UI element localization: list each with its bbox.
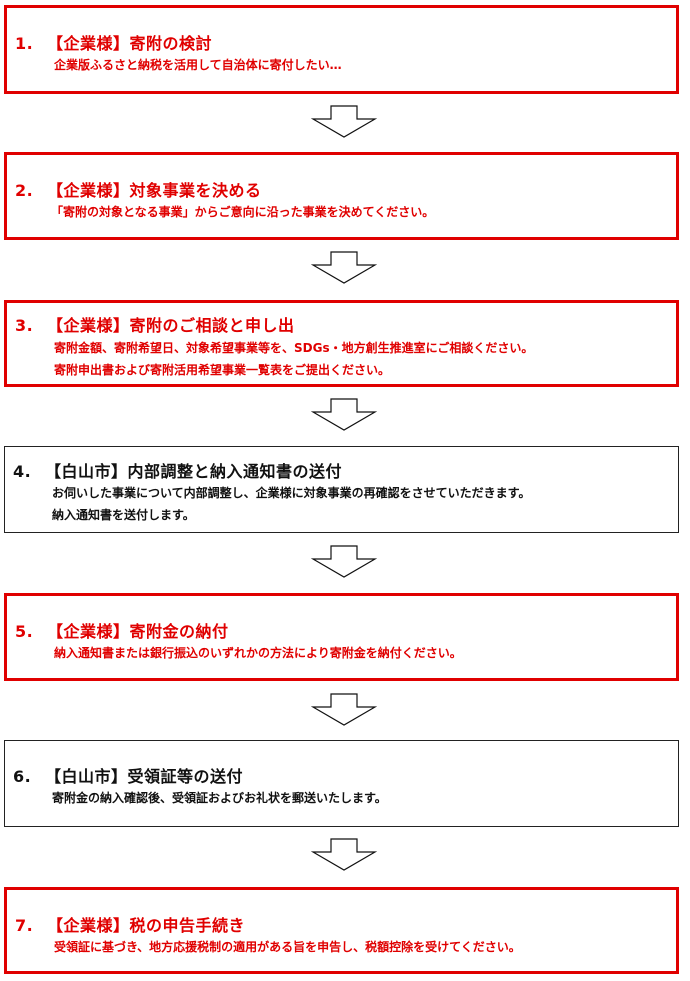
step-number: 6. <box>13 767 32 786</box>
step-actor: 【企業様】 <box>47 34 130 53</box>
step-description-line: 寄附金の納入確認後、受領証およびお礼状を郵送いたします。 <box>52 791 387 805</box>
step-title-text: 対象事業を決める <box>129 181 262 200</box>
step-actor: 【企業様】 <box>47 316 130 335</box>
step-title-text: 税の申告手続き <box>129 916 246 935</box>
step-5-title: 5. 【企業様】寄附金の納付 <box>15 618 229 642</box>
step-4-box: 4. 【白山市】内部調整と納入通知書の送付 お伺いした事業について内部調整し、企業… <box>4 446 679 533</box>
step-3-title: 3. 【企業様】寄附のご相談と申し出 <box>15 312 295 336</box>
down-arrow-icon <box>311 105 377 138</box>
down-arrow-icon <box>311 693 377 726</box>
step-number: 4. <box>13 462 32 481</box>
step-6-title: 6. 【白山市】受領証等の送付 <box>13 763 243 787</box>
down-arrow-icon <box>311 398 377 431</box>
down-arrow-icon <box>311 251 377 284</box>
step-actor: 【白山市】 <box>45 767 128 786</box>
step-description-line: 受領証に基づき、地方応援税制の適用がある旨を申告し、税額控除を受けてください。 <box>54 940 521 954</box>
step-actor: 【企業様】 <box>47 916 130 935</box>
step-3-box: 3. 【企業様】寄附のご相談と申し出 寄附金額、寄附希望日、対象希望事業等を、SD… <box>4 300 679 387</box>
step-2-title: 2. 【企業様】対象事業を決める <box>15 177 262 201</box>
step-1-description: 企業版ふるさと納税を活用して自治体に寄付したい… <box>54 54 342 76</box>
step-actor: 【白山市】 <box>45 462 128 481</box>
step-number: 2. <box>15 181 34 200</box>
step-4-description: お伺いした事業について内部調整し、企業様に対象事業の再確認をさせていただきます。… <box>52 482 530 526</box>
step-1-title: 1. 【企業様】寄附の検討 <box>15 30 212 54</box>
down-arrow-icon <box>311 838 377 871</box>
step-actor: 【企業様】 <box>47 181 130 200</box>
step-title-text: 寄附のご相談と申し出 <box>129 316 295 335</box>
step-3-description: 寄附金額、寄附希望日、対象希望事業等を、SDGs・地方創生推進室にご相談ください… <box>54 337 533 381</box>
step-7-description: 受領証に基づき、地方応援税制の適用がある旨を申告し、税額控除を受けてください。 <box>54 936 521 958</box>
step-2-description: 「寄附の対象となる事業」からご意向に沿った事業を決めてください。 <box>51 201 434 223</box>
step-description-line: 寄附申出書および寄附活用希望事業一覧表をご提出ください。 <box>54 363 391 377</box>
step-description-line: 寄附金額、寄附希望日、対象希望事業等を、SDGs・地方創生推進室にご相談ください… <box>54 341 534 355</box>
step-description-line: 企業版ふるさと納税を活用して自治体に寄付したい… <box>54 58 342 72</box>
step-6-description: 寄附金の納入確認後、受領証およびお礼状を郵送いたします。 <box>52 787 387 809</box>
step-title-text: 寄附金の納付 <box>129 622 229 641</box>
step-number: 5. <box>15 622 34 641</box>
step-2-box: 2. 【企業様】対象事業を決める 「寄附の対象となる事業」からご意向に沿った事業を… <box>4 152 679 240</box>
step-actor: 【企業様】 <box>47 622 130 641</box>
step-title-text: 内部調整と納入通知書の送付 <box>127 462 343 481</box>
step-title-text: 寄附の検討 <box>129 34 213 53</box>
step-description-line: 納入通知書または銀行振込のいずれかの方法により寄附金を納付ください。 <box>54 646 462 660</box>
down-arrow-icon <box>311 545 377 578</box>
step-description-line: 納入通知書を送付します。 <box>52 508 195 522</box>
step-description-line: 「寄附の対象となる事業」からご意向に沿った事業を決めてください。 <box>51 205 435 219</box>
step-6-box: 6. 【白山市】受領証等の送付 寄附金の納入確認後、受領証およびお礼状を郵送いたし… <box>4 740 679 827</box>
step-1-box: 1. 【企業様】寄附の検討 企業版ふるさと納税を活用して自治体に寄付したい… <box>4 5 679 94</box>
step-number: 3. <box>15 316 34 335</box>
step-7-title: 7. 【企業様】税の申告手続き <box>15 912 245 936</box>
step-4-title: 4. 【白山市】内部調整と納入通知書の送付 <box>13 458 342 482</box>
step-5-box: 5. 【企業様】寄附金の納付 納入通知書または銀行振込のいずれかの方法により寄附金… <box>4 593 679 681</box>
step-number: 1. <box>15 34 34 53</box>
step-description-line: お伺いした事業について内部調整し、企業様に対象事業の再確認をさせていただきます。 <box>52 486 531 500</box>
step-title-text: 受領証等の送付 <box>127 767 244 786</box>
step-number: 7. <box>15 916 34 935</box>
step-7-box: 7. 【企業様】税の申告手続き 受領証に基づき、地方応援税制の適用がある旨を申告し… <box>4 887 679 974</box>
step-5-description: 納入通知書または銀行振込のいずれかの方法により寄附金を納付ください。 <box>54 642 462 664</box>
